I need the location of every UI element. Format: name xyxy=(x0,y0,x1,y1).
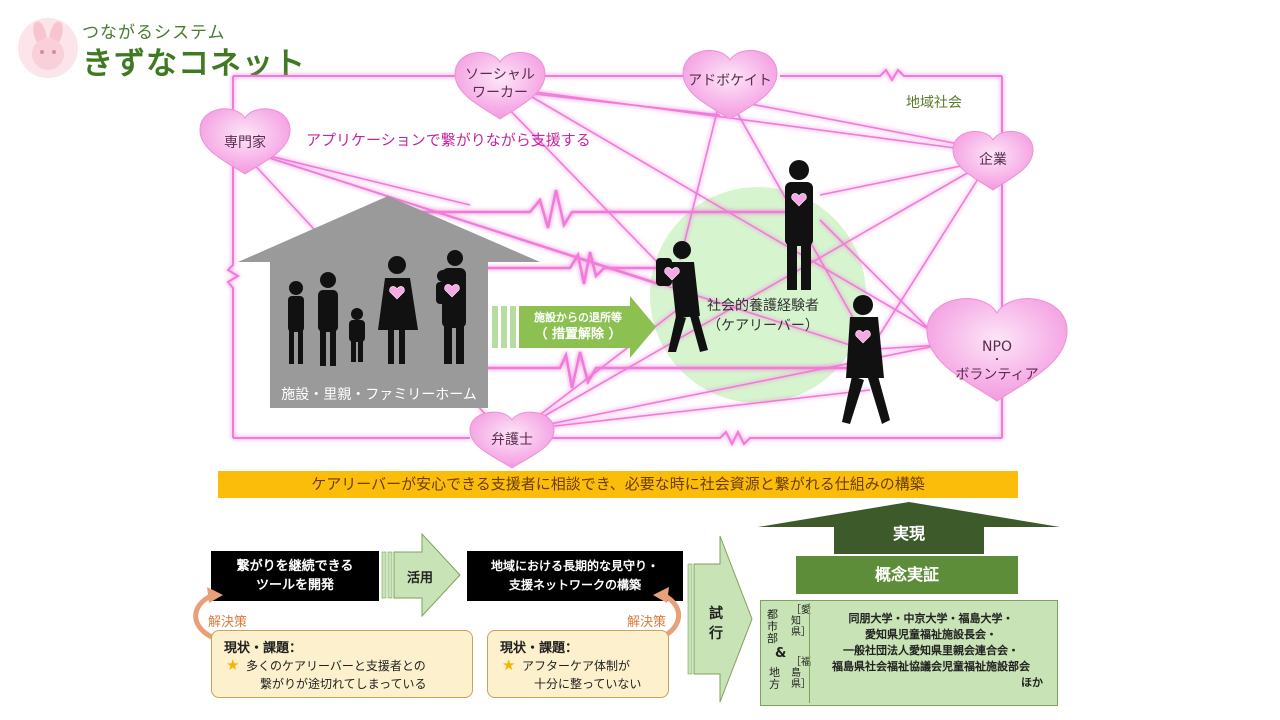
trial-arrow xyxy=(687,535,753,703)
company-label: 企業 xyxy=(979,152,1007,168)
network-diagram xyxy=(199,49,1068,469)
solution-label-2: 解決策 xyxy=(627,615,667,630)
npo-label: NPO・ボランティア xyxy=(955,339,1039,383)
rural-label: 地方 xyxy=(769,666,780,691)
urban-pref: ［愛知県］ xyxy=(791,605,811,638)
realize-arrow xyxy=(758,502,1060,554)
connection-lines xyxy=(244,89,991,431)
urban-label: 都市部 xyxy=(767,608,778,645)
divider xyxy=(809,603,810,703)
lawyer-label: 弁護士 xyxy=(491,432,533,448)
house-shape xyxy=(238,196,540,408)
advocate-label: アドボケイト xyxy=(688,73,772,89)
heart-icon xyxy=(791,193,807,207)
issue-title-2: 現状・課題： xyxy=(500,641,579,656)
star-icon: ★ xyxy=(226,656,240,674)
advocate-heart-icon xyxy=(682,49,778,120)
network-building-box: 地域における長期的な見守り・支援ネットワークの構築 xyxy=(467,551,683,601)
transition-arrow xyxy=(492,296,656,358)
amp-label: & xyxy=(775,646,787,661)
specialist-label: 専門家 xyxy=(224,135,266,151)
partners-list: 同朋大学・中京大学・福島大学・ 愛知県児童福祉施設長会・ 一般社団法人愛知県里親… xyxy=(832,612,1043,689)
issue-line-2b: 十分に整っていない xyxy=(534,677,642,691)
issue-title-1: 現状・課題： xyxy=(224,641,303,656)
heart-icon xyxy=(444,284,460,298)
heart-icon xyxy=(855,330,871,344)
family-silhouettes xyxy=(288,250,466,366)
goal-banner: ケアリーバーが安心できる支援者に相談でき、必要な時に社会資源と繋がれる仕組みの構… xyxy=(218,471,1018,498)
issue-box-2: 現状・課題： ★ アフターケア体制が 十分に整っていない xyxy=(487,630,669,698)
heart-icon xyxy=(664,267,680,281)
careleaver-label: 社会的養護経験者（ケアリーバー） xyxy=(707,298,819,334)
realize-label: 実現 xyxy=(892,524,925,543)
logo-subtitle: つながるシステム xyxy=(82,23,226,43)
solution-arrow-left-icon xyxy=(193,592,220,643)
issue-box-1: 現状・課題： ★ 多くのケアリーバーと支援者との 繋がりが途切れてしまっている xyxy=(211,630,473,698)
rabbit-logo-icon xyxy=(18,18,78,78)
heart-icon xyxy=(389,286,405,300)
social-worker-heart-icon xyxy=(454,52,546,120)
tool-development-box: 繋がりを継続できるツールを開発 xyxy=(211,551,379,601)
solution-label-1: 解決策 xyxy=(208,615,248,630)
transition-label: 施設からの退所等（ 措置解除 ） xyxy=(534,311,622,342)
rural-pref: ［福島県］ xyxy=(791,657,811,690)
issue-line-2a: アフターケア体制が xyxy=(522,659,631,673)
trial-label: 試行 xyxy=(709,606,723,642)
use-arrow xyxy=(381,532,461,618)
npo-heart-icon xyxy=(926,298,1068,402)
use-label: 活用 xyxy=(406,571,433,586)
issue-line-1b: 繋がりが途切れてしまっている xyxy=(260,677,427,691)
support-bands xyxy=(393,189,850,389)
partners-panel: 都市部 ［愛知県］ & 地方 ［福島県］ 同朋大学・中京大学・福島大学・ 愛知県… xyxy=(760,600,1058,706)
company-heart-icon xyxy=(952,130,1034,191)
lawyer-heart-icon xyxy=(469,411,555,469)
star-icon: ★ xyxy=(502,656,516,674)
issue-line-1a: 多くのケアリーバーと支援者との xyxy=(246,659,426,673)
careleaver-silhouettes xyxy=(656,160,890,424)
area-label: 地域社会 xyxy=(906,95,962,111)
network-tagline: アプリケーションで繋がりながら支援する xyxy=(306,131,591,149)
logo: つながるシステム きずなコネット xyxy=(18,16,318,82)
specialist-heart-icon xyxy=(199,108,291,175)
house-label: 施設・里親・ファミリーホーム xyxy=(281,387,477,403)
concept-proof-box: 概念実証 xyxy=(796,556,1018,594)
solution-arrows xyxy=(193,587,682,643)
social-worker-label: ソーシャルワーカー xyxy=(465,67,535,101)
heart-nodes xyxy=(199,49,1068,469)
